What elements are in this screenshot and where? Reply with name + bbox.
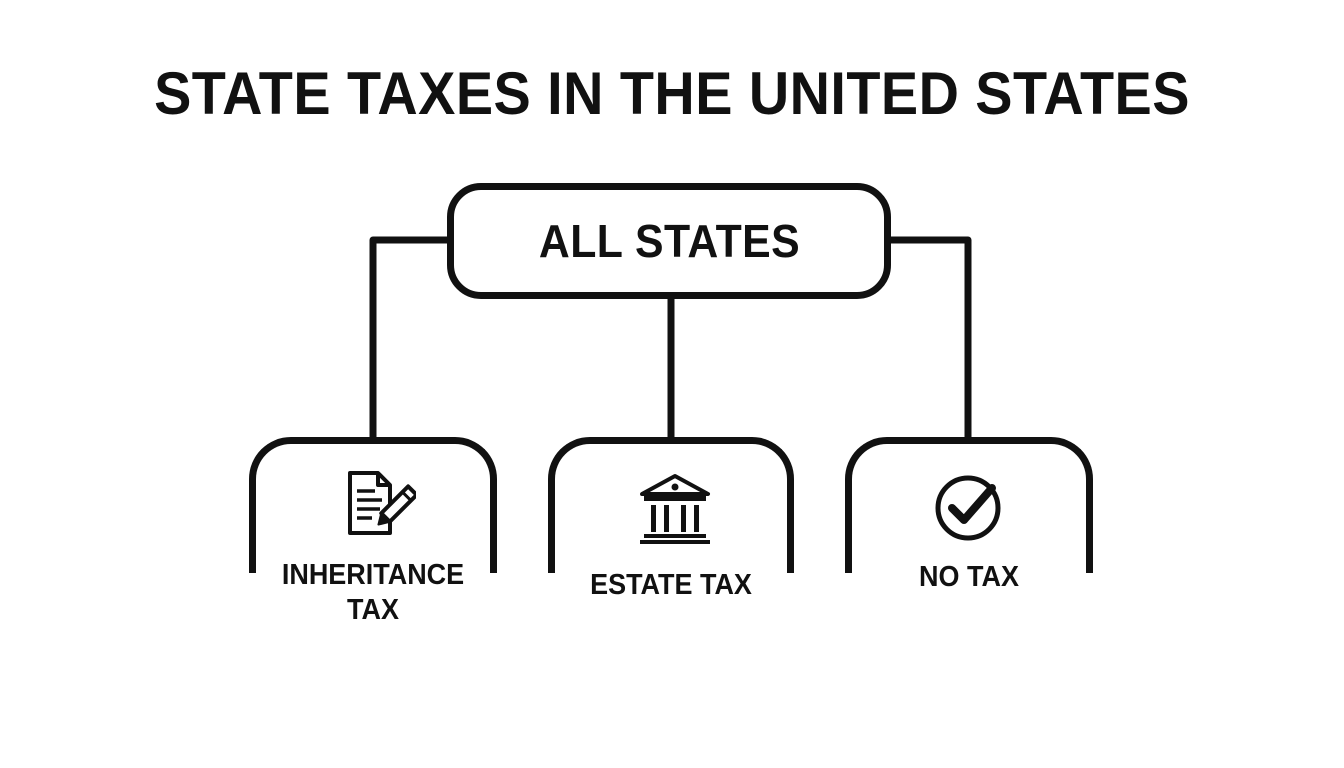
root-node-label: ALL STATES [538,215,800,267]
category-label-estate-tax: ESTATE TAX [545,568,798,603]
category-card-estate-tax: ESTATE TAX [548,437,794,601]
category-card-inheritance-tax: INHERITANCE TAX [249,437,497,626]
category-label-line-2: TAX [347,594,399,626]
category-label-line-1: NO TAX [919,561,1019,593]
diagram-title: STATE TAXES IN THE UNITED STATES [154,60,1190,127]
root-node-all-states: ALL STATES [447,183,891,299]
document-pen-icon [348,471,416,535]
category-label-inheritance-tax: INHERITANCE TAX [246,558,501,628]
category-card-no-tax: NO TAX [845,437,1093,593]
connector-right [888,236,972,440]
connector-left [369,236,450,440]
category-label-line-1: INHERITANCE [281,559,465,591]
check-circle-icon [935,475,1001,541]
category-label-no-tax: NO TAX [842,560,1097,595]
bank-building-icon [640,474,710,544]
category-label-line-1: ESTATE TAX [590,569,752,601]
